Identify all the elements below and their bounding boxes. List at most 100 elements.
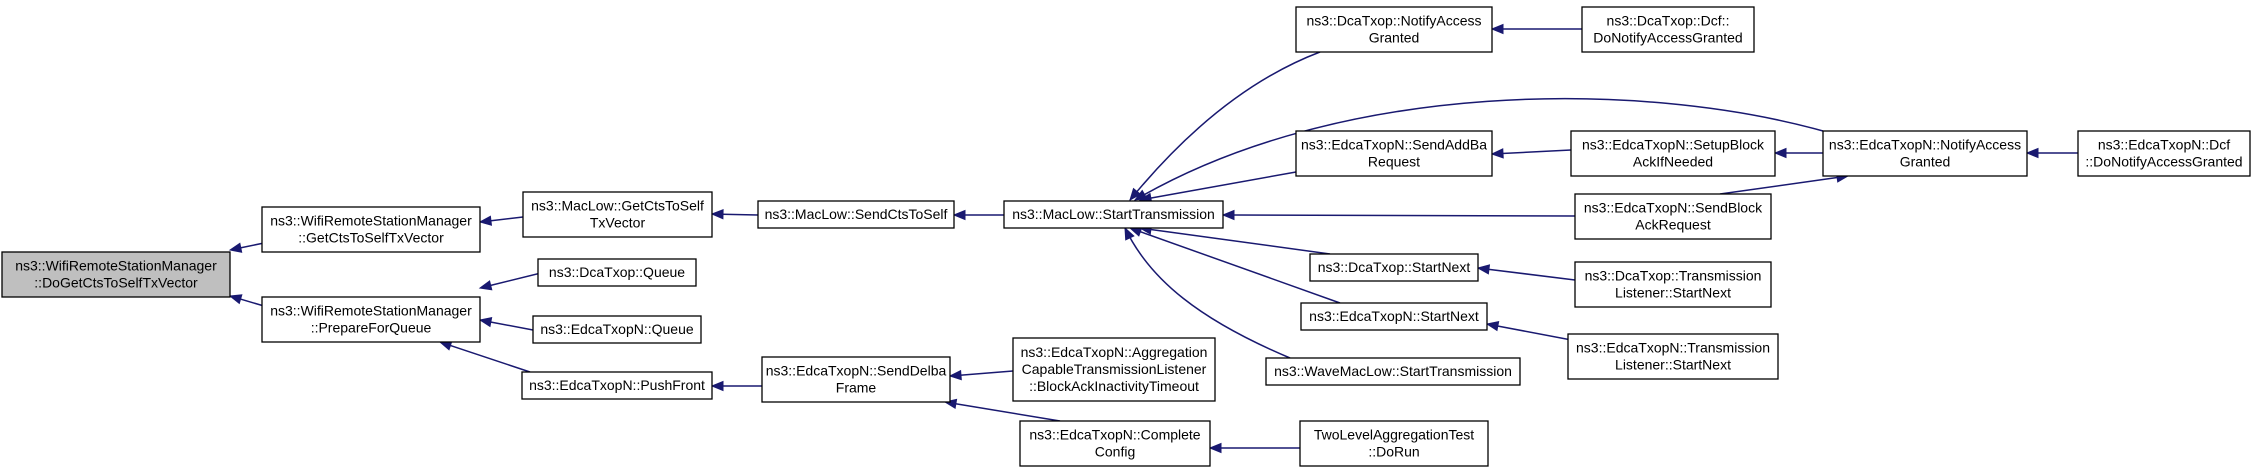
edge-sendaddba-to-starttx — [1138, 171, 1297, 204]
node-box — [1570, 130, 1776, 177]
edge-maclow_getcts-to-getcts — [478, 215, 524, 226]
edge-line — [239, 242, 265, 249]
node-label: ns3::DcaTxop::Transmission — [1585, 268, 1762, 284]
node-dca-startnext[interactable]: ns3::DcaTxop::StartNext — [1309, 253, 1479, 282]
node-dca-notify[interactable]: ns3::DcaTxop::NotifyAccessGranted — [1295, 6, 1493, 53]
node-label: ns3::EdcaTxopN::SendAddBa — [1301, 137, 1487, 153]
node-twolevel[interactable]: TwoLevelAggregationTest::DoRun — [1299, 420, 1489, 467]
nodes-layer: ns3::WifiRemoteStationManager::DoGetCtsT… — [1, 6, 2251, 467]
edge-dca_notify-to-starttx — [1129, 51, 1321, 202]
node-box — [1299, 420, 1489, 467]
edge-senddelba-to-pushfront — [710, 380, 762, 392]
node-label: ns3::WaveMacLow::StartTransmission — [1274, 363, 1512, 379]
arrow-head — [478, 280, 493, 291]
node-box — [761, 356, 951, 403]
node-dca-tl[interactable]: ns3::DcaTxop::TransmissionListener::Star… — [1574, 261, 1772, 308]
node-label: CapableTransmissionListener — [1022, 361, 1207, 377]
arrow-head — [478, 316, 493, 328]
node-edca-queue[interactable]: ns3::EdcaTxopN::Queue — [532, 315, 702, 344]
node-edca-tl[interactable]: ns3::EdcaTxopN::TransmissionListener::St… — [1567, 333, 1779, 380]
node-box — [1309, 253, 1479, 282]
node-label: ::GetCtsToSelfTxVector — [298, 230, 444, 246]
node-label: ns3::WifiRemoteStationManager — [15, 258, 217, 274]
edge-line — [489, 271, 546, 287]
node-box — [1265, 357, 1521, 386]
arrow-head — [952, 209, 966, 221]
node-label: ns3::DcaTxop::Dcf:: — [1607, 13, 1730, 29]
node-label: ns3::DcaTxop::NotifyAccess — [1306, 13, 1481, 29]
node-label: AckRequest — [1635, 217, 1711, 233]
node-label: Request — [1368, 154, 1420, 170]
node-box — [522, 191, 713, 238]
node-box — [1300, 302, 1488, 331]
node-box — [1581, 6, 1755, 53]
node-label: TxVector — [590, 215, 646, 231]
arrow-head — [1476, 264, 1491, 275]
edge-dca_dcf-to-dca_notify — [1490, 23, 1582, 35]
node-aggregation[interactable]: ns3::EdcaTxopN::AggregationCapableTransm… — [1012, 337, 1216, 402]
node-label: ns3::EdcaTxopN::PushFront — [529, 377, 705, 393]
edge-line — [1124, 227, 1291, 359]
edge-setupblock-to-sendaddba — [1490, 148, 1572, 159]
node-label: Listener::StartNext — [1615, 285, 1731, 301]
arrow-head — [478, 215, 493, 226]
edge-edca_dcf-to-edca_notify — [2025, 147, 2078, 159]
node-label: ns3::EdcaTxopN::Dcf — [2098, 137, 2230, 153]
node-maclow-getcts[interactable]: ns3::MacLow::GetCtsToSelfTxVector — [522, 191, 713, 238]
edge-line — [1232, 214, 1576, 217]
node-starttx[interactable]: ns3::MacLow::StartTransmission — [1003, 200, 1224, 229]
edge-edca_startnext-to-starttx — [1128, 226, 1341, 304]
edge-dca_startnext-to-starttx — [1138, 224, 1331, 255]
node-label: ns3::MacLow::SendCtsToSelf — [765, 206, 948, 222]
node-pushfront[interactable]: ns3::EdcaTxopN::PushFront — [521, 371, 713, 400]
edge-starttx-to-sendcts — [952, 209, 1004, 221]
node-label: DoNotifyAccessGranted — [1593, 30, 1742, 46]
node-box — [1, 251, 231, 298]
node-box — [1574, 193, 1772, 240]
node-label: ::BlockAckInactivityTimeout — [1029, 378, 1199, 394]
node-label: ns3::EdcaTxopN::NotifyAccess — [1829, 137, 2021, 153]
node-edca-dcf[interactable]: ns3::EdcaTxopN::Dcf::DoNotifyAccessGrant… — [2077, 130, 2251, 177]
node-label: ::DoRun — [1368, 444, 1419, 460]
node-label: ns3::DcaTxop::StartNext — [1318, 259, 1471, 275]
edge-prepare-to-root — [228, 294, 265, 307]
edge-getcts-to-root — [228, 242, 265, 253]
node-root[interactable]: ns3::WifiRemoteStationManager::DoGetCtsT… — [1, 251, 231, 298]
node-dca-dcf[interactable]: ns3::DcaTxop::Dcf::DoNotifyAccessGranted — [1581, 6, 1755, 53]
edge-line — [489, 321, 534, 331]
arrow-head — [228, 242, 243, 253]
node-sendcts[interactable]: ns3::MacLow::SendCtsToSelf — [757, 200, 955, 229]
node-wave[interactable]: ns3::WaveMacLow::StartTransmission — [1265, 357, 1521, 386]
node-label: ns3::MacLow::StartTransmission — [1012, 206, 1215, 222]
node-box — [1295, 130, 1493, 177]
edges-layer — [228, 23, 2078, 454]
edge-line — [1129, 51, 1321, 201]
node-label: ns3::EdcaTxopN::Complete — [1029, 427, 1200, 443]
node-box — [1574, 261, 1772, 308]
edge-line — [1501, 149, 1572, 155]
node-label: ns3::DcaTxop::Queue — [549, 264, 685, 280]
node-getcts[interactable]: ns3::WifiRemoteStationManager::GetCtsToS… — [261, 206, 481, 253]
arrow-head — [1129, 187, 1142, 202]
edge-edca_queue-to-prepare — [478, 316, 534, 331]
node-prepare[interactable]: ns3::WifiRemoteStationManager::PrepareFo… — [261, 296, 481, 343]
node-edca-startnext[interactable]: ns3::EdcaTxopN::StartNext — [1300, 302, 1488, 331]
node-edca-notify[interactable]: ns3::EdcaTxopN::NotifyAccessGranted — [1822, 130, 2028, 177]
node-label: ns3::EdcaTxopN::StartNext — [1309, 308, 1479, 324]
node-box — [1822, 130, 2028, 177]
arrow-head — [710, 209, 724, 220]
node-dca-queue[interactable]: ns3::DcaTxop::Queue — [537, 258, 697, 287]
node-label: ns3::EdcaTxopN::Queue — [540, 321, 694, 337]
node-label: ns3::EdcaTxopN::SendDelba — [766, 363, 947, 379]
arrow-head — [1490, 23, 1504, 35]
edge-sendcts-to-maclow_getcts — [710, 209, 759, 220]
node-box — [757, 200, 955, 229]
node-label: ns3::WifiRemoteStationManager — [270, 213, 472, 229]
edge-line — [1149, 228, 1331, 255]
